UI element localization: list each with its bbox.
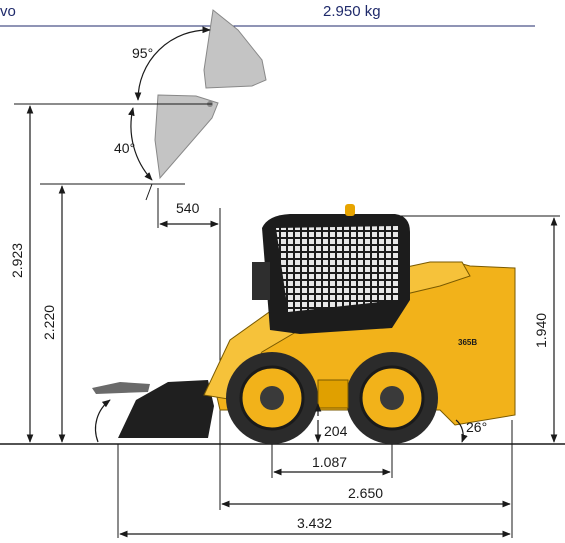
operating-weight: 2.950 kg [323, 3, 381, 20]
departure-angle-label: 26° [466, 419, 487, 435]
height-dimensions [14, 103, 159, 443]
ground-clearance-label: 204 [324, 423, 348, 439]
bucket-angle-arc [94, 399, 111, 443]
wheelbase-label: 1.087 [312, 454, 347, 470]
length-without-bucket-label: 2.650 [348, 485, 383, 501]
dump-height-label: 2.220 [41, 305, 57, 340]
dump-reach-label: 540 [176, 200, 200, 216]
header-left-text: vo [0, 3, 16, 20]
skid-steer-loader: 365B [92, 204, 516, 444]
clearance-dimension [314, 403, 468, 443]
angle-arcs [40, 26, 212, 201]
model-label: 365B [458, 338, 477, 347]
dump-angle-label: 40° [114, 140, 135, 156]
right-height-dimension [360, 215, 560, 443]
length-dimensions [117, 420, 513, 538]
rollback-angle-label: 95° [132, 45, 153, 61]
rear-wheel [346, 352, 438, 444]
bucket-raised-outline [154, 9, 267, 180]
header: vo 2.950 kg [0, 3, 535, 27]
length-with-bucket-label: 3.432 [297, 515, 332, 531]
cab-height-label: 1.940 [533, 313, 549, 348]
reach-dimension [159, 208, 221, 510]
max-pin-height-label: 2.923 [9, 243, 25, 278]
bucket-lowered [118, 380, 214, 438]
front-wheel [226, 352, 318, 444]
